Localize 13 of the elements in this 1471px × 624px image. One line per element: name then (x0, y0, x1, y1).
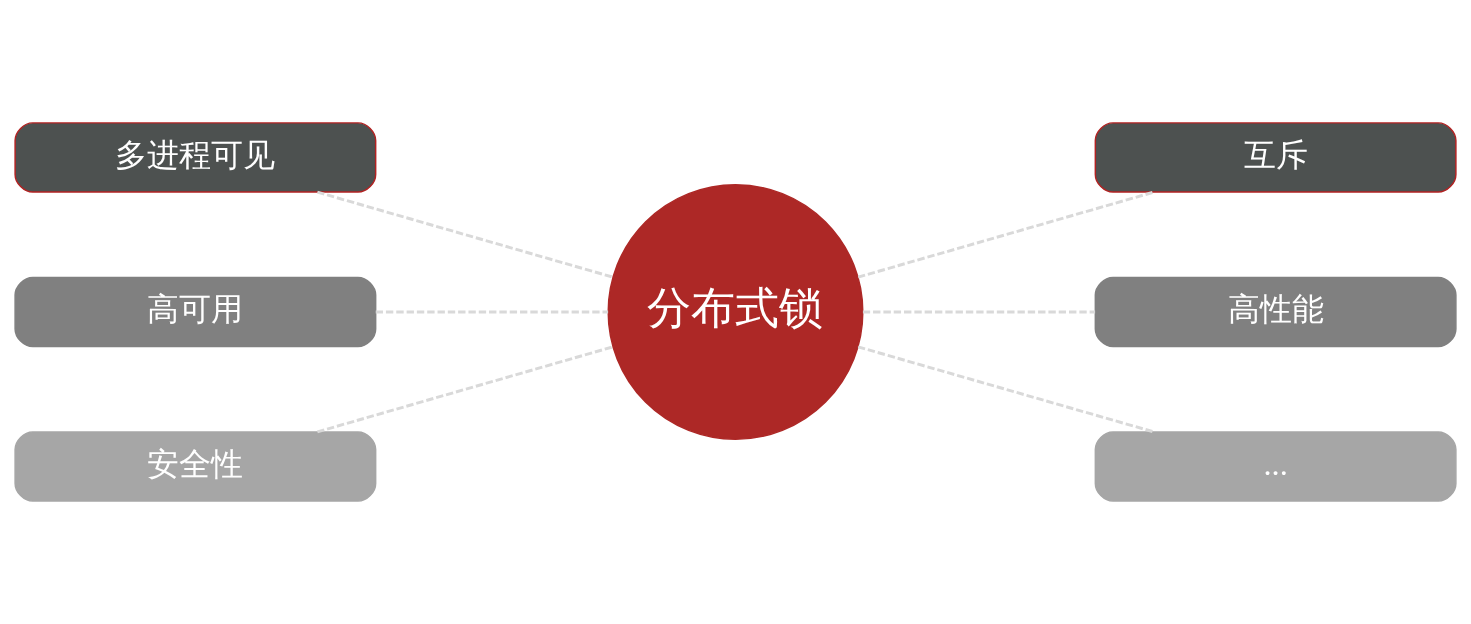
node-box: 高可用 (14, 276, 377, 348)
node-box: 高性能 (1094, 276, 1457, 348)
connector (862, 310, 1096, 314)
connector (857, 190, 1155, 279)
connector (375, 310, 609, 314)
connector (317, 345, 614, 434)
node-box: ... (1094, 431, 1457, 502)
node-box: 多进程可见 (14, 122, 377, 193)
connector (857, 345, 1155, 434)
node-box: 安全性 (14, 431, 377, 502)
connector (317, 190, 614, 279)
node-box: 互斥 (1094, 122, 1457, 193)
node-circle: 分布式锁 (607, 183, 864, 441)
